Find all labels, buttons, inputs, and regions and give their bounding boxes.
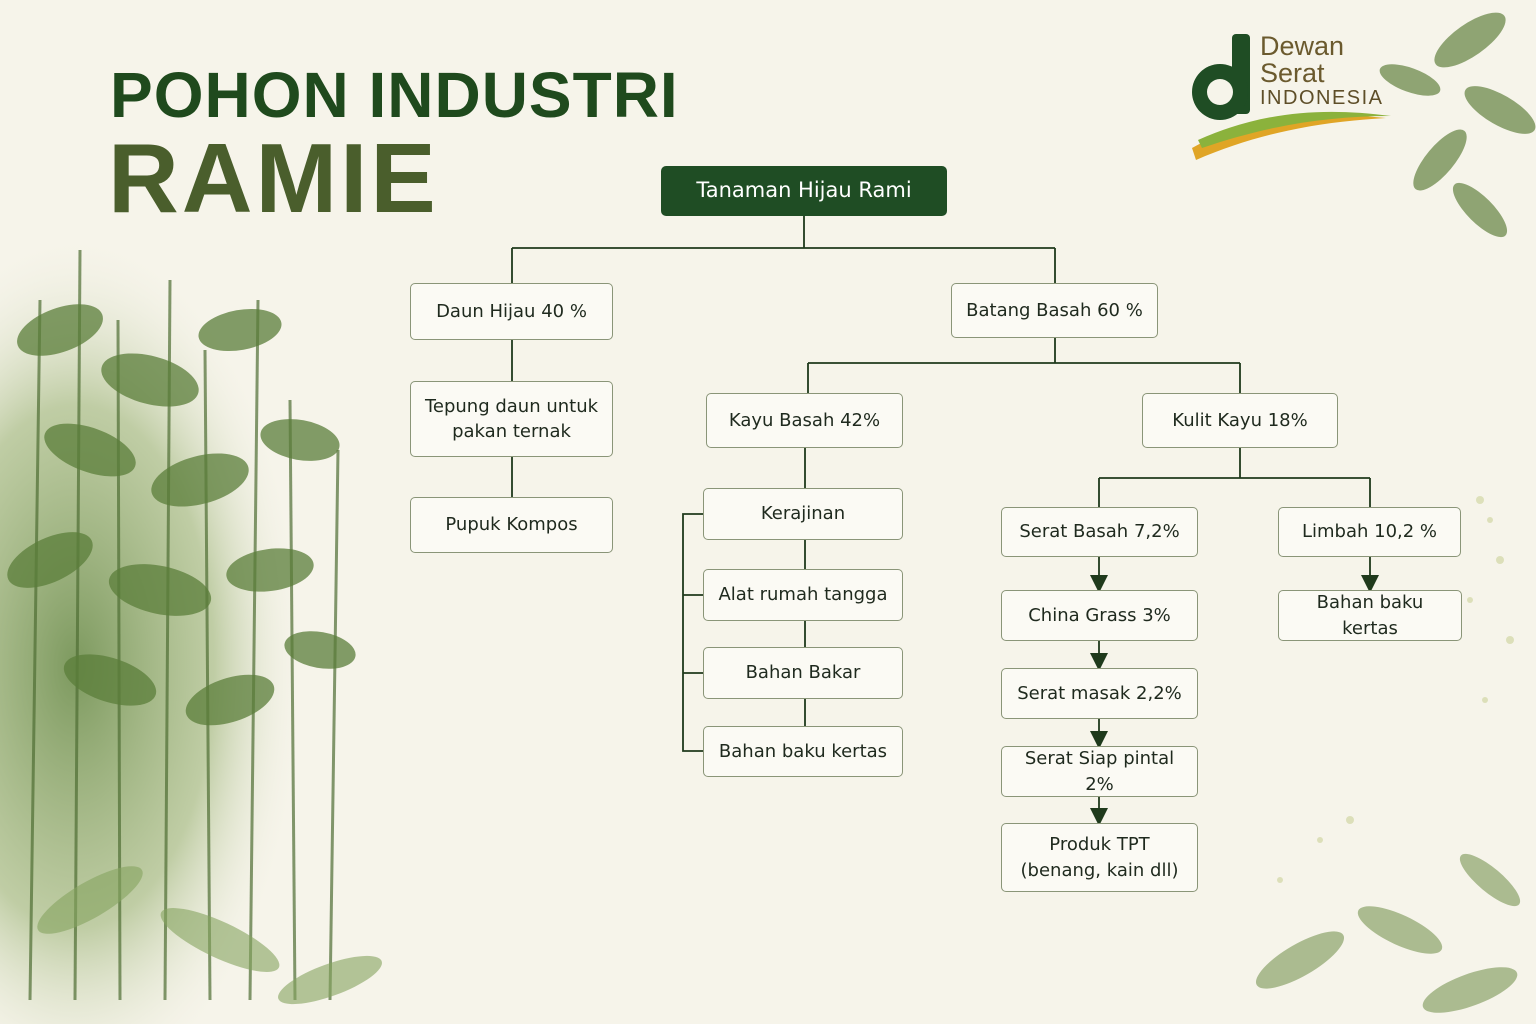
node-kayu-basah: Kayu Basah 42% [706,393,903,448]
logo-text-serat: Serat [1260,58,1325,88]
node-tanaman-hijau-rami: Tanaman Hijau Rami [661,166,947,216]
dewan-serat-logo-mark [1192,34,1391,160]
node-alat-rumah-tangga: Alat rumah tangga [703,569,903,621]
node-batang-basah: Batang Basah 60 % [951,283,1158,338]
ramie-plants-image [0,230,420,1024]
page-title-line2: RAMIE [108,123,439,233]
node-serat-masak: Serat masak 2,2% [1001,668,1198,719]
node-daun-hijau: Daun Hijau 40 % [410,283,613,340]
node-bahan-bakar: Bahan Bakar [703,647,903,699]
node-tepung-daun: Tepung daun untuk pakan ternak [410,381,613,457]
node-bahan-baku-kertas-kayu: Bahan baku kertas [703,726,903,777]
node-limbah: Limbah 10,2 % [1278,507,1461,557]
node-bahan-baku-kertas-limbah: Bahan baku kertas [1278,590,1462,641]
node-serat-siap-pintal: Serat Siap pintal 2% [1001,746,1198,797]
node-kerajinan: Kerajinan [703,488,903,540]
logo-text-dewan: Dewan [1260,31,1345,61]
logo-text-indonesia: INDONESIA [1260,87,1384,109]
page-title-line1: POHON INDUSTRI [110,59,679,131]
node-kulit-kayu: Kulit Kayu 18% [1142,393,1338,448]
node-pupuk-kompos: Pupuk Kompos [410,497,613,553]
node-produk-tpt: Produk TPT (benang, kain dll) [1001,823,1198,892]
flower-sprigs [1277,496,1514,883]
leaves-bottom-right [1255,853,1521,1013]
node-china-grass: China Grass 3% [1001,590,1198,641]
leaves-top-right [1379,12,1536,238]
node-serat-basah: Serat Basah 7,2% [1001,507,1198,557]
